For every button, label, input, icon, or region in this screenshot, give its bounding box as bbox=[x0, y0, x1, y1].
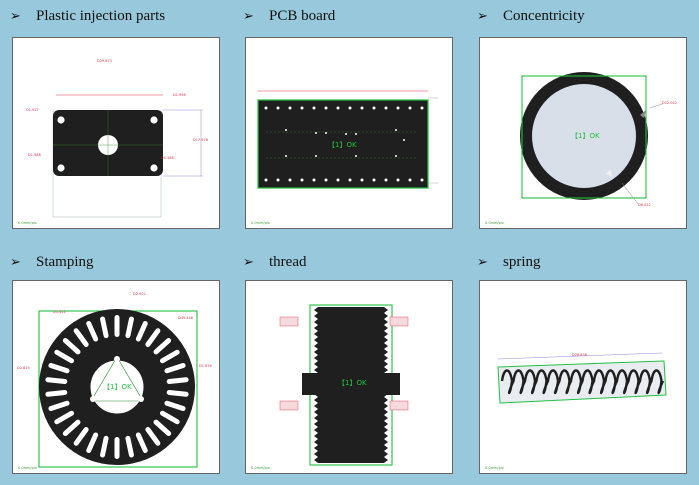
arrow-bullet-icon: ➢ bbox=[243, 9, 254, 24]
scale-label: 0.0mm/pix bbox=[251, 221, 270, 225]
pcb-board bbox=[257, 99, 429, 189]
dimension-label: D2.002 bbox=[133, 292, 146, 296]
dimension-label: D1.411 bbox=[53, 310, 66, 314]
ok-status-label: 【1】OK bbox=[571, 132, 600, 140]
spring-coil bbox=[500, 369, 665, 395]
dimension-label: D1.168 bbox=[161, 156, 174, 160]
ok-status-label: 【1】OK bbox=[328, 141, 357, 149]
scale-label: 0.0mm/pix bbox=[485, 466, 504, 470]
dimension-label: D1.988 bbox=[28, 153, 41, 157]
plastic-part-drawing bbox=[52, 94, 203, 218]
ok-status-label: 【1】OK bbox=[103, 383, 132, 391]
ok-status-label: 【1】OK bbox=[338, 379, 367, 387]
panel-thread[interactable]: 【1】OK 0.0mm/pix bbox=[245, 280, 453, 474]
panel-title: ➢Stamping bbox=[10, 254, 94, 270]
dimension-label: D49.146 bbox=[178, 316, 193, 320]
panel-title: ➢spring bbox=[477, 254, 541, 270]
panel-concentricity[interactable]: 【1】OK D12.042 D8.022 0.0mm/pix bbox=[479, 37, 687, 229]
dimension-label: D2.825 bbox=[17, 366, 30, 370]
dimension-label: D12.042 bbox=[662, 101, 677, 105]
dimension-label: D8.022 bbox=[638, 203, 651, 207]
scale-label: 0.0mm/pix bbox=[485, 221, 504, 225]
stamping-drawing bbox=[38, 309, 198, 468]
panel-stamping[interactable]: 【1】OK D2.002 D1.411 D49.146 D2.825 D1.87… bbox=[12, 280, 220, 474]
thread-drawing bbox=[279, 304, 409, 466]
panel-title: ➢Concentricity bbox=[477, 8, 585, 24]
dimension-label: D28.836 bbox=[572, 353, 587, 357]
dimension-label: D1.917 bbox=[26, 108, 39, 112]
spring-drawing bbox=[497, 352, 667, 404]
dimension-label: D1.876 bbox=[199, 364, 212, 368]
panel-title: ➢thread bbox=[243, 254, 307, 270]
panel-pcb-board[interactable]: 【1】OK 0.0mm/pix bbox=[245, 37, 453, 229]
panel-title: ➢PCB board bbox=[243, 8, 336, 24]
dimension-label: D29.873 bbox=[97, 59, 112, 63]
arrow-bullet-icon: ➢ bbox=[10, 9, 21, 24]
dimension-label: D17.978 bbox=[193, 138, 208, 142]
arrow-bullet-icon: ➢ bbox=[10, 255, 21, 270]
panel-plastic-injection[interactable]: D29.873 D1.917 D1.988 D1.998 D1.168 D17.… bbox=[12, 37, 220, 229]
scale-label: 0.0mm/pix bbox=[251, 466, 270, 470]
arrow-bullet-icon: ➢ bbox=[243, 255, 254, 270]
panel-spring[interactable]: D28.836 0.0mm/pix bbox=[479, 280, 687, 474]
dimension-label: D1.998 bbox=[173, 93, 186, 97]
arrow-bullet-icon: ➢ bbox=[477, 9, 488, 24]
scale-label: 0.0mm/pix bbox=[18, 466, 37, 470]
concentricity-drawing bbox=[520, 72, 663, 205]
inner-bore bbox=[532, 84, 636, 188]
arrow-bullet-icon: ➢ bbox=[477, 255, 488, 270]
panel-title: ➢Plastic injection parts bbox=[10, 8, 166, 24]
scale-label: 0.0mm/pix bbox=[18, 221, 37, 225]
pcb-board-drawing bbox=[257, 90, 438, 189]
